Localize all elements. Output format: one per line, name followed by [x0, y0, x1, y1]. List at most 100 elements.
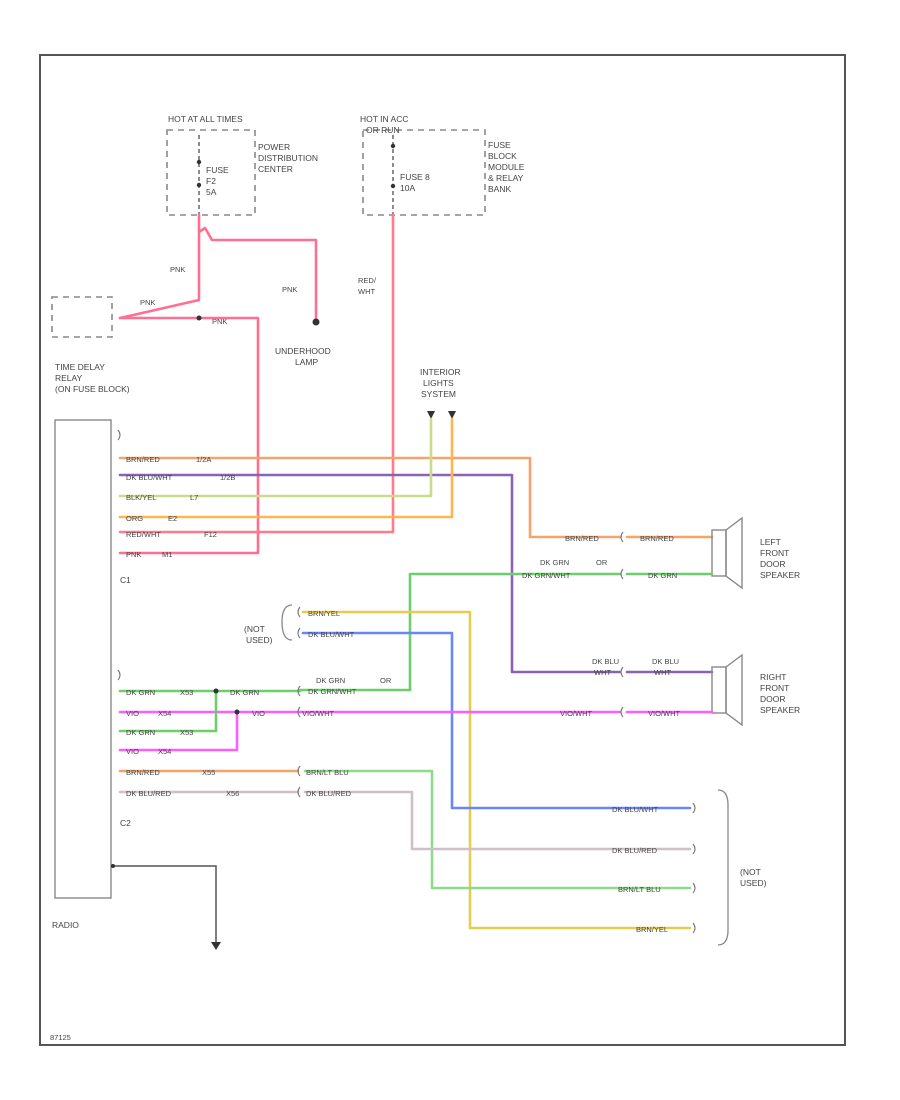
c1-5-label: RED/WHT [126, 530, 161, 539]
lfs2-top-l1: DK GRN [540, 558, 569, 567]
nu1-l1: (NOT [244, 624, 265, 634]
c2-4-label: VIO [126, 747, 139, 756]
radio-ground [111, 864, 221, 950]
nu2-1: DK BLU/WHT [612, 805, 659, 814]
rfs-dkblu-r1: DK BLU [652, 657, 679, 666]
interior-lights-system: INTERIOR LIGHTS SYSTEM [420, 367, 461, 419]
ils-l1: INTERIOR [420, 367, 461, 377]
red-wht-l2: WHT [358, 287, 375, 296]
c2-1-b: DK GRN [230, 688, 259, 697]
underhood-l2: LAMP [295, 357, 318, 367]
lfs-l1: LEFT [760, 537, 781, 547]
fuse-block-module: HOT IN ACC OR RUN FUSE 8 10A FUSE BLOCK … [360, 114, 525, 216]
c1-2-label: DK BLU/WHT [126, 473, 173, 482]
rfs-dkblu-l2: WHT [594, 668, 611, 677]
c2-3-num: X53 [180, 728, 193, 737]
lfs-wire-right: BRN/RED [640, 534, 674, 543]
nu2-3: BRN/LT BLU [618, 885, 661, 894]
brn-lt-blu-label: BRN/LT BLU [306, 768, 349, 777]
lfs2-bot: DK GRN/WHT [522, 571, 571, 580]
nu2-4: BRN/YEL [636, 925, 668, 934]
fb-hot-l2: OR RUN [366, 125, 400, 135]
rfs-l2: FRONT [760, 683, 789, 693]
rfs-vio-left: VIO/WHT [302, 709, 334, 718]
pnk-label-b: PNK [282, 285, 297, 294]
tdr-name-l1: TIME DELAY [55, 362, 105, 372]
rfs-mid-l1: DK GRN [316, 676, 345, 685]
dkblu-red-label: DK BLU/RED [306, 789, 352, 798]
nu1-bot: DK BLU/WHT [308, 630, 355, 639]
pdc-name-l2: DISTRIBUTION [258, 153, 318, 163]
lfs2-top-l2: OR [596, 558, 608, 567]
c2-6-num: X56 [226, 789, 239, 798]
ils-l2: LIGHTS [423, 378, 454, 388]
c2-4-num: X54 [158, 747, 171, 756]
fb-name-l2: BLOCK [488, 151, 517, 161]
fb-name-l4: & RELAY [488, 173, 524, 183]
c1-1-num: 1/2A [196, 455, 211, 464]
left-front-door-speaker: LEFT FRONT DOOR SPEAKER BRN/RED BRN/RED … [298, 516, 800, 692]
radio-c1: C1 [120, 575, 131, 585]
not-used-group-1: BRN/YEL DK BLU/WHT (NOT USED) [244, 604, 692, 930]
c2-1-num: X53 [180, 688, 193, 697]
pdc-hot-label: HOT AT ALL TIMES [168, 114, 243, 124]
c1-4-num: E2 [168, 514, 177, 523]
rfs-dkblu-r2: WHT [654, 668, 671, 677]
pnk-label-a: PNK [170, 265, 185, 274]
c2-1-label: DK GRN [126, 688, 155, 697]
radio: C1 C2 RADIO [52, 419, 131, 930]
tdr-name-l2: RELAY [55, 373, 83, 383]
rfs-l3: DOOR [760, 694, 786, 704]
radio-c2: C2 [120, 818, 131, 828]
pink-circuit: PNK PNK PNK PNK [118, 213, 320, 555]
lfs2-right: DK GRN [648, 571, 677, 580]
c2-6-label: DK BLU/RED [126, 789, 172, 798]
nu2-2: DK BLU/RED [612, 846, 658, 855]
rfs-dkblu-l1: DK BLU [592, 657, 619, 666]
tdr-name-l3: (ON FUSE BLOCK) [55, 384, 130, 394]
lfs-wire-left: BRN/RED [565, 534, 599, 543]
pnk-label-c: PNK [140, 298, 155, 307]
nu2-l2: USED) [740, 878, 767, 888]
pdc-name-l3: CENTER [258, 164, 293, 174]
fb-hot-l1: HOT IN ACC [360, 114, 409, 124]
nu1-top: BRN/YEL [308, 609, 340, 618]
power-distribution-center: HOT AT ALL TIMES FUSE F2 5A POWER DISTRI… [166, 114, 318, 216]
c1-1-label: BRN/RED [126, 455, 160, 464]
fb-name-l1: FUSE [488, 140, 511, 150]
not-used-group-2: DK BLU/WHT DK BLU/RED BRN/LT BLU BRN/YEL… [612, 789, 767, 946]
lfs-l2: FRONT [760, 548, 789, 558]
underhood-l1: UNDERHOOD [275, 346, 331, 356]
fb-fuse-l2: 10A [400, 183, 415, 193]
c1-6-label: PNK [126, 550, 141, 559]
rfs-mid-bot: DK GRN/WHT [308, 687, 357, 696]
ils-l3: SYSTEM [421, 389, 456, 399]
pnk-label-d: PNK [212, 317, 227, 326]
c1-4-label: ORG [126, 514, 143, 523]
right-front-door-speaker: RIGHT FRONT DOOR SPEAKER DK BLU WHT DK B… [235, 653, 800, 727]
c2-5-label: BRN/RED [126, 768, 160, 777]
rfs-l1: RIGHT [760, 672, 786, 682]
fb-name-l5: BANK [488, 184, 511, 194]
time-delay-relay: TIME DELAY RELAY (ON FUSE BLOCK) [51, 296, 130, 394]
red-wht-wire [118, 213, 395, 534]
pdc-fuse-l3: 5A [206, 187, 217, 197]
c2-2-num: X54 [158, 709, 171, 718]
fb-name-l3: MODULE [488, 162, 525, 172]
lfs-l4: SPEAKER [760, 570, 800, 580]
c1-3-label: BLK/YEL [126, 493, 156, 502]
diagram-frame [39, 54, 846, 1046]
pdc-name-l1: POWER [258, 142, 290, 152]
pdc-fuse-l1: FUSE [206, 165, 229, 175]
nu2-l1: (NOT [740, 867, 761, 877]
pdc-fuse-l2: F2 [206, 176, 216, 186]
rfs-vio-right: VIO/WHT [648, 709, 680, 718]
connector-terminals [117, 429, 696, 934]
c2-5-num: X55 [202, 768, 215, 777]
nu1-l2: USED) [246, 635, 273, 645]
rfs-vio-mid: VIO/WHT [560, 709, 592, 718]
c2-3-label: DK GRN [126, 728, 155, 737]
c2-2-label: VIO [126, 709, 139, 718]
red-wht-l1: RED/ [358, 276, 377, 285]
rfs-l4: SPEAKER [760, 705, 800, 715]
